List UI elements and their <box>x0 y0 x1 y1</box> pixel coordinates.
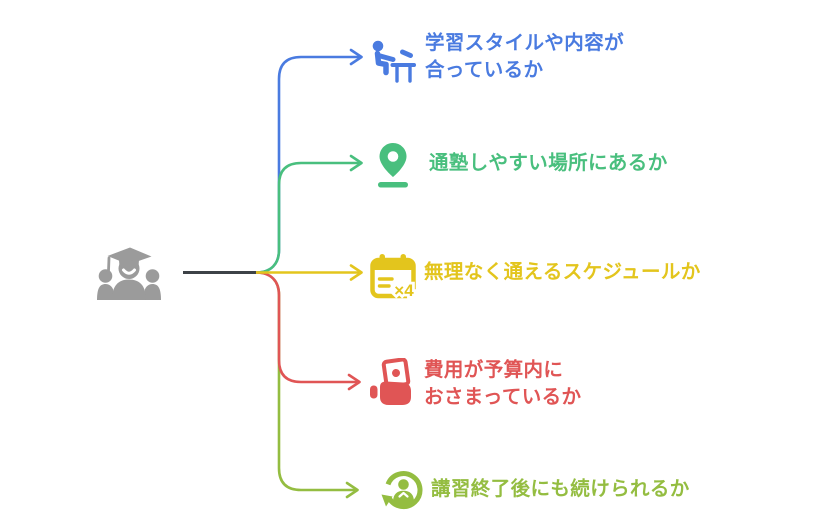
root-node <box>96 243 162 303</box>
arrowhead-icon <box>349 264 363 281</box>
branch-continuation-icon-box <box>380 468 426 512</box>
student-at-desk-icon <box>372 40 416 83</box>
money-in-hand-icon <box>370 358 411 405</box>
branch-schedule-icon-box: ×4 <box>370 254 418 300</box>
branch-location-icon-box <box>375 142 411 188</box>
connector-continuation <box>255 271 359 499</box>
connector-learning-style <box>255 48 363 274</box>
connector-cost <box>255 271 361 391</box>
branch-learning-style-icon-box <box>366 39 416 85</box>
arrowhead-icon <box>349 154 363 172</box>
branch-continuation-label: 講習終了後にも続けられるか <box>431 476 690 503</box>
arrowhead-icon <box>349 48 363 66</box>
branch-cost-icon-box <box>369 358 415 406</box>
label-line: おさまっているか <box>424 386 582 408</box>
connector-location <box>255 154 363 274</box>
branch-learning-style-label: 学習スタイルや内容が 合っているか <box>425 30 624 84</box>
label-line: 無理なく通えるスケジュールか <box>424 261 701 283</box>
branch-cost-label: 費用が予算内に おさまっているか <box>424 357 581 411</box>
calendar-x4-icon: ×4 <box>370 254 417 300</box>
branch-location-label: 通塾しやすい場所にあるか <box>429 150 668 177</box>
calendar-badge: ×4 <box>394 281 414 300</box>
label-line: 合っているか <box>425 59 544 81</box>
label-line: 通塾しやすい場所にあるか <box>429 152 668 174</box>
students-group-icon <box>97 247 161 300</box>
label-line: 学習スタイルや内容が <box>425 32 625 54</box>
label-line: 講習終了後にも続けられるか <box>431 478 690 500</box>
arrowhead-icon <box>345 481 359 499</box>
branch-schedule-label: 無理なく通えるスケジュールか <box>424 259 701 286</box>
connector-schedule <box>256 264 363 281</box>
arrowhead-icon <box>347 373 361 391</box>
person-repeat-icon <box>381 471 423 510</box>
label-line: 費用が予算内に <box>424 359 564 381</box>
map-pin-icon <box>378 143 408 188</box>
